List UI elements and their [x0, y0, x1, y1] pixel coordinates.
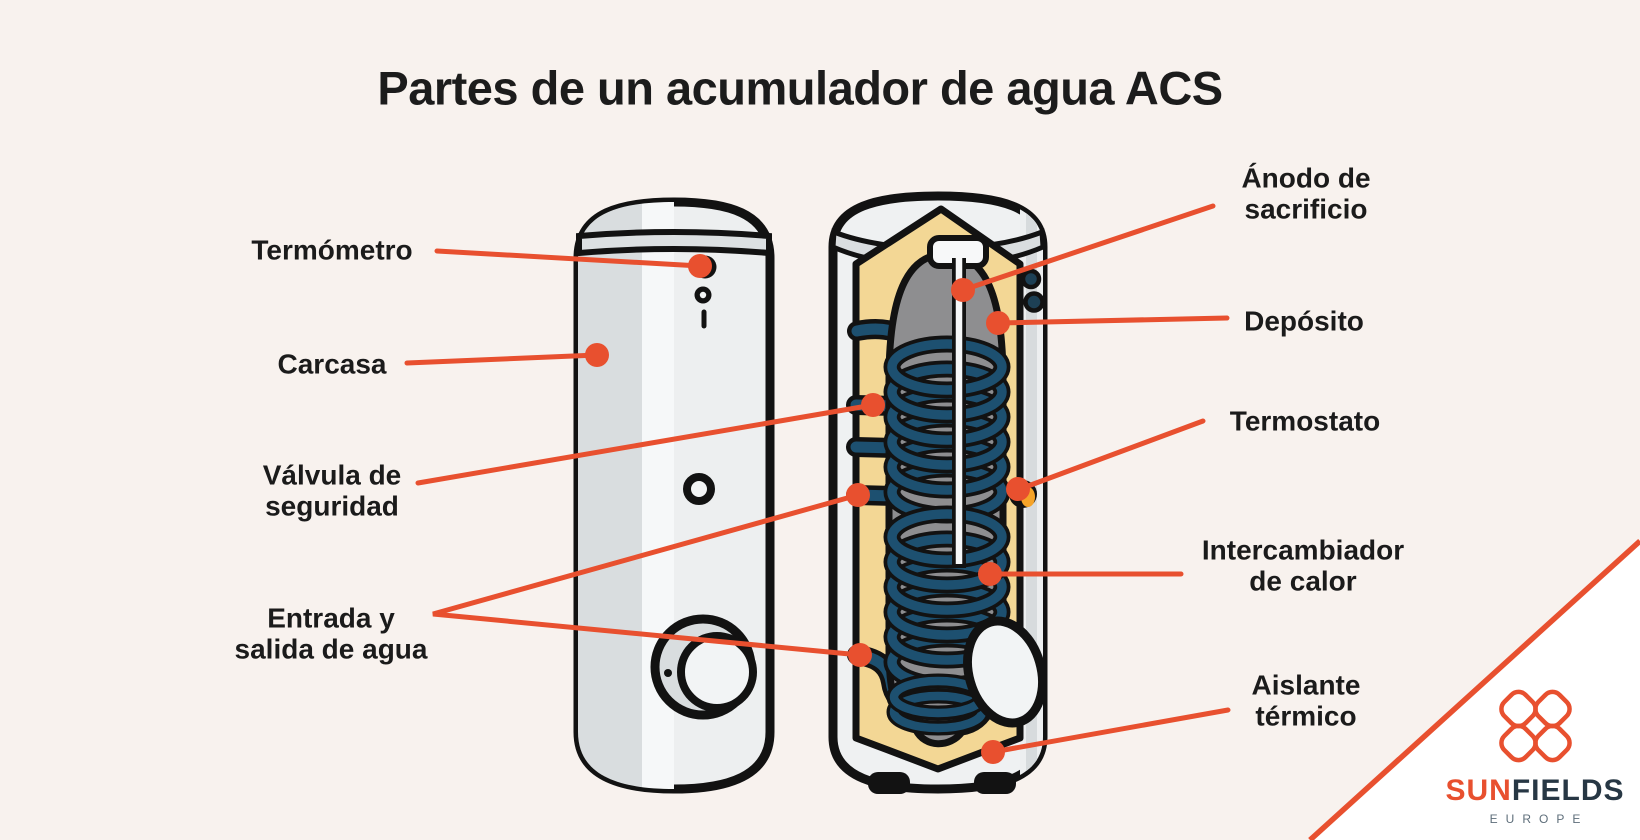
brand-europe-text: EUROPE — [1489, 812, 1589, 826]
callout-dot-entrada-1 — [846, 483, 870, 507]
flange-bolt — [664, 669, 672, 677]
callout-line-termostato — [1017, 418, 1206, 492]
tank-cutaway-illustration — [828, 191, 1048, 794]
callout-line-carcasa — [404, 352, 600, 366]
label-termostato: Termostato — [1229, 405, 1381, 437]
flange-inner — [677, 632, 757, 712]
label-carcasa: Carcasa — [277, 348, 387, 380]
label-termometro: Termómetro — [251, 234, 413, 266]
callout-dot-termometro — [688, 254, 712, 278]
callout-line-deposito — [995, 315, 1230, 326]
callout-line-anodo — [960, 203, 1216, 293]
callout-lines — [404, 203, 1231, 755]
mid-port — [683, 473, 715, 505]
bottom-flange — [963, 616, 1047, 728]
brand-fields-text: FIELDS — [1511, 774, 1625, 807]
corner-brand-area — [1308, 538, 1640, 840]
brand-wordmark: SUNFIELDS — [1445, 774, 1624, 808]
label-valvula: Válvula de seguridad — [262, 459, 402, 522]
shell-port-upper — [1020, 268, 1042, 290]
page-title: Partes de un acumulador de agua ACS — [377, 61, 1223, 115]
label-aislante: Aislante térmico — [1251, 669, 1361, 732]
foot-left — [868, 772, 910, 794]
callout-dots — [585, 254, 1030, 764]
callout-dot-valvula — [861, 393, 885, 417]
callout-dot-intercambiador — [978, 562, 1002, 586]
anode-rod — [927, 235, 989, 568]
exterior-shading — [578, 202, 674, 789]
label-anodo: Ánodo de sacrificio — [1241, 162, 1371, 225]
callout-dot-entrada-2 — [848, 643, 872, 667]
sunfields-flower-icon — [1498, 689, 1572, 763]
callout-line-entrada — [432, 492, 863, 658]
callout-dot-termostato — [1006, 477, 1030, 501]
label-entrada: Entrada y salida de agua — [234, 602, 428, 665]
exterior-top-band — [576, 229, 772, 257]
tank-exterior-illustration — [573, 197, 775, 794]
label-deposito: Depósito — [1244, 305, 1364, 337]
callout-line-valvula — [415, 402, 876, 486]
callout-dot-aislante — [981, 740, 1005, 764]
dial-center — [699, 291, 707, 299]
brand-logo: SUNFIELDS EUROPE — [1445, 686, 1624, 826]
brand-sun-text: SUN — [1445, 774, 1512, 807]
corner-diagonal-line — [1308, 538, 1640, 840]
heat-exchanger-coil-bottom — [883, 505, 1011, 694]
callout-line-termometro — [434, 248, 703, 269]
shell-port-lower — [1023, 291, 1045, 313]
callout-dot-deposito — [986, 311, 1010, 335]
callout-line-aislante — [990, 707, 1231, 755]
label-intercambiador: Intercambiador de calor — [1201, 534, 1405, 597]
foot-right — [974, 772, 1016, 794]
callout-dot-anodo — [951, 278, 975, 302]
callout-dot-carcasa — [585, 343, 609, 367]
